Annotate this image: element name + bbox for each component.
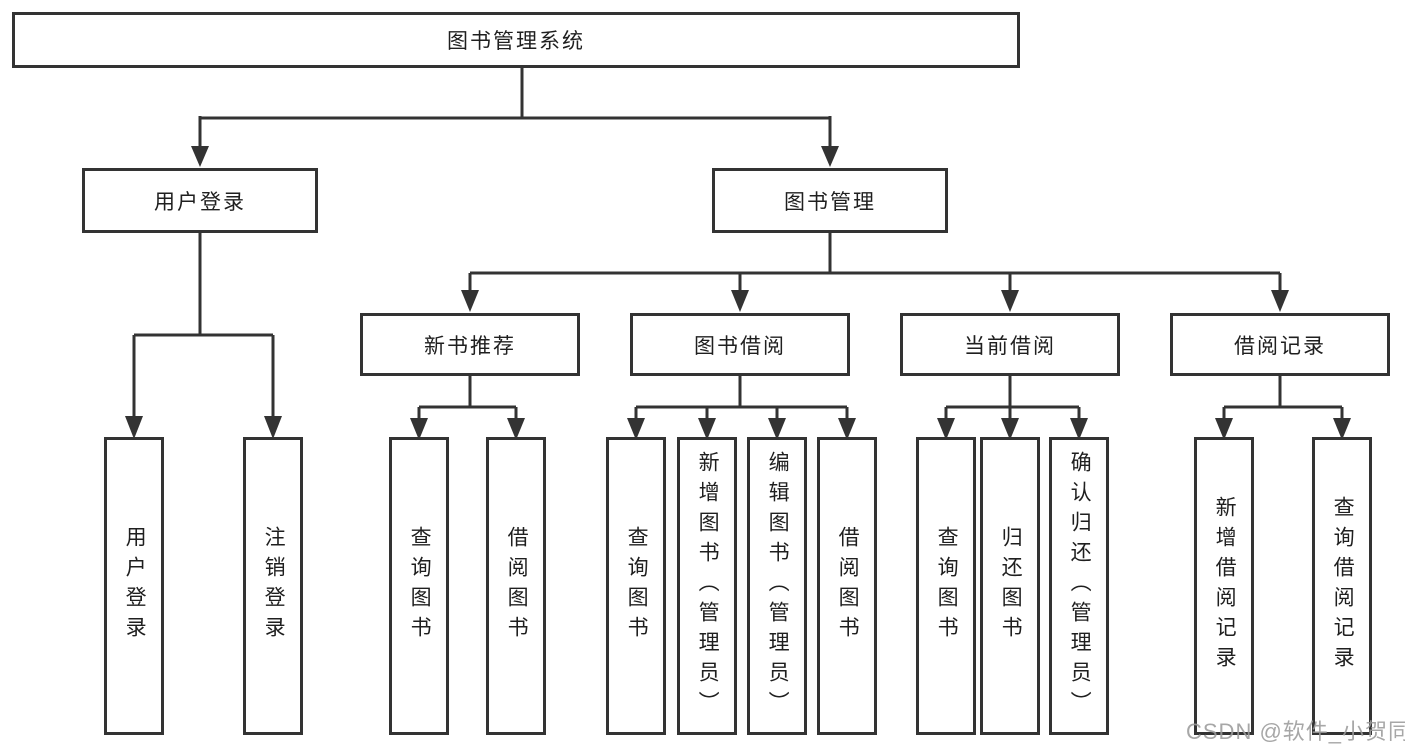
leaf-query-books-current: 查询图书 — [916, 437, 976, 735]
node-user-login: 用户登录 — [82, 168, 318, 233]
node-label: 借阅记录 — [1234, 334, 1326, 358]
leaf-edit-book-admin: 编辑图书（管理员） — [747, 437, 807, 735]
leaf-add-borrow-record: 新增借阅记录 — [1194, 437, 1254, 735]
leaf-borrow-books-recommend: 借阅图书 — [486, 437, 546, 735]
node-label: 图书管理 — [784, 190, 876, 214]
node-label: 用户登录 — [123, 526, 147, 646]
leaf-query-borrow-record: 查询借阅记录 — [1312, 437, 1372, 735]
node-library-management-system: 图书管理系统 — [12, 12, 1020, 68]
node-label: 借阅图书 — [505, 526, 529, 646]
node-current-borrowing: 当前借阅 — [900, 313, 1120, 376]
connector-user-login — [125, 233, 282, 439]
connector-leaf-arrows — [410, 407, 1351, 440]
leaf-logout: 注销登录 — [243, 437, 303, 735]
node-book-borrowing: 图书借阅 — [630, 313, 850, 376]
leaf-confirm-return-admin: 确认归还（管理员） — [1049, 437, 1109, 735]
leaf-return-book: 归还图书 — [980, 437, 1040, 735]
node-label: 归还图书 — [999, 526, 1023, 646]
leaf-query-books-borrow: 查询图书 — [606, 437, 666, 735]
leaf-add-book-admin: 新增图书（管理员） — [677, 437, 737, 735]
node-borrowing-records: 借阅记录 — [1170, 313, 1390, 376]
leaf-user-login: 用户登录 — [104, 437, 164, 735]
node-label: 注销登录 — [262, 526, 286, 646]
node-label: 用户登录 — [154, 190, 246, 214]
node-label: 查询借阅记录 — [1331, 496, 1355, 676]
connector-group-branches — [419, 376, 1342, 409]
node-label: 图书借阅 — [694, 334, 786, 358]
connector-book-mgmt — [461, 233, 1289, 312]
node-label: 查询图书 — [935, 526, 959, 646]
node-book-management: 图书管理 — [712, 168, 948, 233]
node-label: 新增图书（管理员） — [696, 451, 720, 721]
csdn-watermark: CSDN @软件_小贺同学 — [1186, 719, 1405, 744]
leaf-borrow-books: 借阅图书 — [817, 437, 877, 735]
node-label: 新增借阅记录 — [1213, 496, 1237, 676]
node-label: 当前借阅 — [964, 334, 1056, 358]
node-label: 编辑图书（管理员） — [766, 451, 790, 721]
connector-root — [191, 68, 839, 167]
node-label: 确认归还（管理员） — [1068, 451, 1092, 721]
node-label: 查询图书 — [625, 526, 649, 646]
node-new-book-recommendation: 新书推荐 — [360, 313, 580, 376]
node-label: 新书推荐 — [424, 334, 516, 358]
node-label: 借阅图书 — [836, 526, 860, 646]
node-label: 图书管理系统 — [447, 30, 585, 53]
leaf-query-books-recommend: 查询图书 — [389, 437, 449, 735]
node-label: 查询图书 — [408, 526, 432, 646]
